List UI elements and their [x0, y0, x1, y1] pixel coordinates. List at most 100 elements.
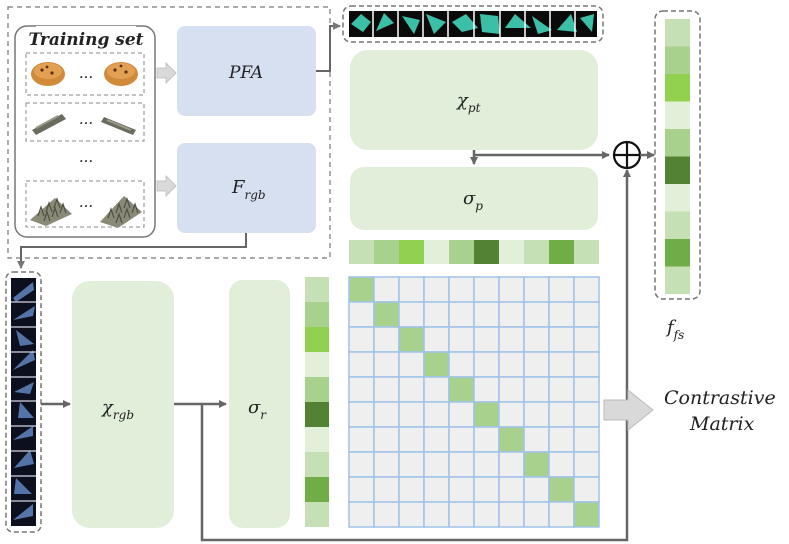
matrix-cell [373, 376, 400, 403]
sigma-p-block [350, 167, 598, 230]
matrix-cell [523, 301, 550, 328]
matrix-cell [548, 451, 575, 478]
training-set-panel: Training set ... ... ... [14, 25, 156, 238]
matrix-cell [473, 351, 500, 378]
matrix-cell [523, 276, 550, 303]
matrix-cell [398, 376, 425, 403]
fused-feature-cell [665, 74, 690, 102]
rgb-feature-cell [305, 502, 329, 527]
rgb-feature-cell [305, 452, 329, 477]
matrix-cell [373, 426, 400, 453]
matrix-cell [498, 476, 525, 503]
matrix-cell [448, 476, 475, 503]
matrix-cell [373, 276, 400, 303]
matrix-cell [348, 426, 375, 453]
ellipsis-samples: ... [79, 148, 93, 166]
rgb-feature-cell [305, 477, 329, 502]
matrix-cell [398, 351, 425, 378]
matrix-cell [473, 276, 500, 303]
sample-cookie-frame [25, 52, 145, 96]
matrix-cell [348, 501, 375, 528]
ellipsis-gland: ... [79, 110, 93, 128]
matrix-cell [398, 426, 425, 453]
matrix-cell [573, 301, 600, 328]
matrix-cell [473, 451, 500, 478]
cookie-image-left [31, 62, 65, 86]
contrastive-matrix [348, 276, 600, 528]
matrix-cell [548, 276, 575, 303]
matrix-cell [573, 451, 600, 478]
arrow-pfa-to-patches [316, 22, 341, 72]
matrix-cell [573, 326, 600, 353]
arrow-frgb-to-rgb-patches [17, 233, 247, 269]
matrix-diagonal-cell [523, 451, 550, 478]
point-feature-cell [424, 240, 449, 264]
matrix-cell [448, 351, 475, 378]
matrix-cell [573, 426, 600, 453]
matrix-cell [448, 501, 475, 528]
fused-feature-cell [665, 19, 690, 47]
matrix-cell [573, 401, 600, 428]
fused-feature-label: ffs [665, 317, 684, 342]
matrix-cell [423, 476, 450, 503]
matrix-cell [473, 376, 500, 403]
matrix-cell [373, 401, 400, 428]
matrix-cell [548, 426, 575, 453]
sigma-r-block [229, 280, 290, 528]
fused-feature-cell [665, 101, 690, 129]
matrix-diagonal-cell [573, 501, 600, 528]
matrix-cell [448, 426, 475, 453]
arrow-to-contrastive-label [603, 388, 654, 432]
matrix-cell [398, 451, 425, 478]
chi-rgb-label: χrgb [100, 397, 134, 422]
matrix-diagonal-cell [498, 426, 525, 453]
cookie-image-right [104, 62, 138, 86]
fused-feature-frame [654, 10, 701, 300]
rgb-feature-cell [305, 302, 329, 327]
matrix-cell [573, 376, 600, 403]
matrix-cell [548, 501, 575, 528]
rgb-patch-strip [5, 271, 42, 533]
chi-pt-label: χpt [455, 90, 481, 115]
gland-image-right [101, 117, 136, 135]
fused-feature-strip [665, 19, 690, 294]
matrix-cell [573, 351, 600, 378]
foam-image-right [100, 196, 142, 228]
fused-feature-cell [665, 211, 690, 239]
matrix-cell [498, 501, 525, 528]
matrix-cell [548, 376, 575, 403]
matrix-cell [373, 501, 400, 528]
matrix-cell [348, 476, 375, 503]
pfa-label: PFA [228, 63, 263, 83]
matrix-cell [373, 451, 400, 478]
matrix-cell [448, 401, 475, 428]
matrix-cell [548, 401, 575, 428]
matrix-cell [398, 301, 425, 328]
matrix-cell [523, 351, 550, 378]
matrix-cell [373, 351, 400, 378]
arrow-to-frgb [156, 175, 177, 197]
matrix-cell [573, 276, 600, 303]
chi-pt-block [350, 50, 598, 150]
matrix-cell [423, 426, 450, 453]
matrix-cell [498, 326, 525, 353]
point-feature-cell [449, 240, 474, 264]
rgb-feature-cell [305, 277, 329, 302]
f-rgb-block [177, 143, 316, 233]
matrix-cell [498, 301, 525, 328]
matrix-cell [348, 351, 375, 378]
matrix-cell [423, 501, 450, 528]
matrix-cell [523, 501, 550, 528]
matrix-cell [348, 451, 375, 478]
matrix-cell [398, 401, 425, 428]
matrix-cell [523, 326, 550, 353]
matrix-cell [473, 301, 500, 328]
point-feature-cell [499, 240, 524, 264]
foam-image-left [30, 197, 72, 226]
fused-feature-cell [665, 156, 690, 184]
matrix-cell [573, 476, 600, 503]
matrix-diagonal-cell [548, 476, 575, 503]
matrix-cell [423, 451, 450, 478]
f-rgb-label: Frgb [231, 177, 266, 202]
